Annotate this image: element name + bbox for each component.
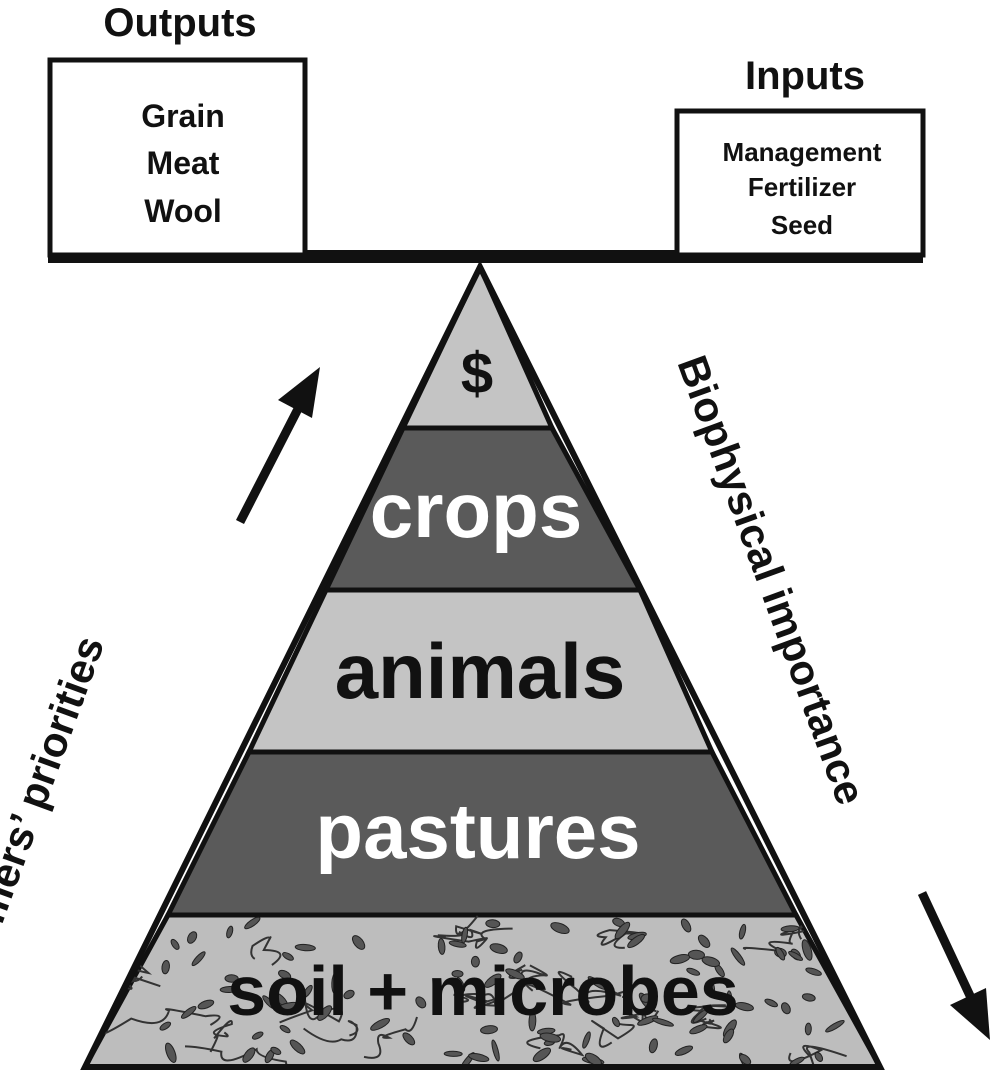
outputs-item-wool: Wool <box>144 193 222 229</box>
down-arrow-icon <box>917 891 990 1040</box>
up-arrow-icon <box>235 367 320 525</box>
layer-label-animals: animals <box>335 627 625 715</box>
pyramid-outline <box>80 260 885 1070</box>
outputs-heading: Outputs <box>103 1 256 45</box>
pyramid <box>80 260 885 1070</box>
layer-label-crops: crops <box>370 466 582 554</box>
inputs-item-seed: Seed <box>771 210 833 240</box>
outputs-item-meat: Meat <box>147 145 220 181</box>
outputs-item-grain: Grain <box>141 98 225 134</box>
layer-label-soil: soil + microbes <box>227 952 739 1030</box>
layer-label-dollar: $ <box>461 341 493 406</box>
inputs-heading: Inputs <box>745 54 865 98</box>
inputs-item-fertilizer: Fertilizer <box>748 172 856 202</box>
inputs-item-management: Management <box>723 137 882 167</box>
inputs-box <box>674 108 926 258</box>
layer-label-pastures: pastures <box>315 787 640 875</box>
farmers-priorities-label: Farmers’ priorities <box>0 630 113 990</box>
outputs-box <box>47 57 308 258</box>
